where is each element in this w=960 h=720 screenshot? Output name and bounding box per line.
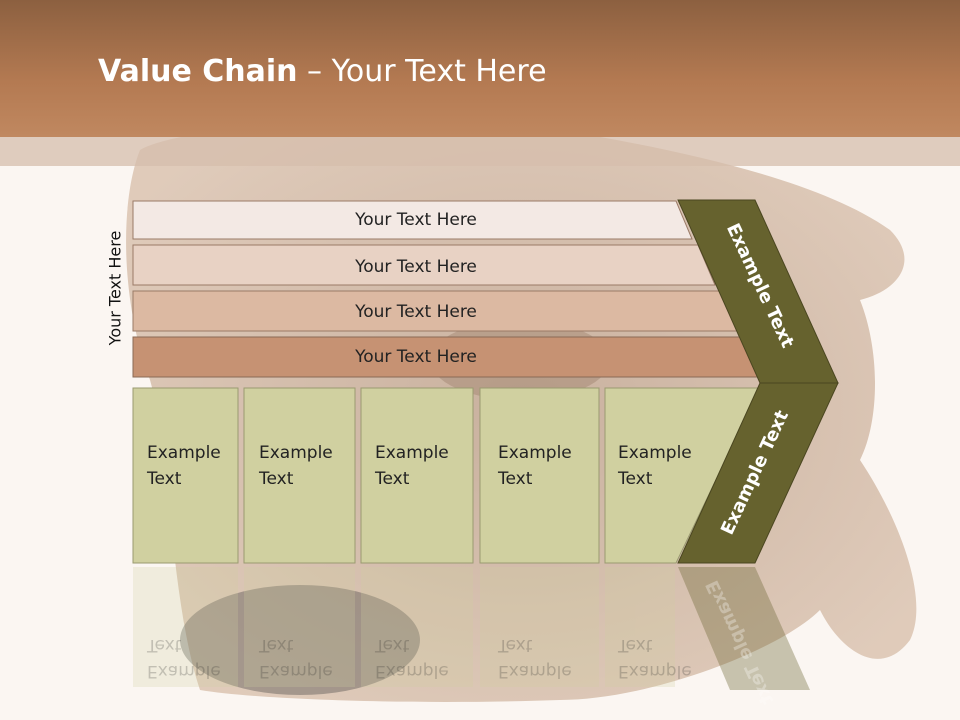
box-1-text: Example Text [147,440,237,492]
box-2-text: Example Text [259,440,349,492]
box-5[interactable] [604,387,761,564]
slide-title: Value Chain – Your Text Here [98,54,547,89]
bar-3[interactable]: Your Text Here [132,290,740,332]
box-2-line1: Example [259,443,333,463]
header-band [0,0,960,137]
box-3[interactable] [360,387,474,564]
bar-2-label: Your Text Here [354,257,477,277]
box-1-line1: Example [147,443,221,463]
header-strip [0,137,960,166]
box-5-line2: Text [618,469,653,489]
box-1-line2: Text [147,469,182,489]
box-1[interactable] [132,387,239,564]
box-3-line2: Text [375,469,410,489]
bar-3-label: Your Text Here [354,302,477,322]
box-3-line1: Example [375,443,449,463]
box-3-text: Example Text [375,440,465,492]
box-4-line1: Example [498,443,572,463]
boxes-reflection [133,567,675,687]
bar-2[interactable]: Your Text Here [132,244,716,286]
box-4-text: Example Text [498,440,588,492]
title-rest: – Your Text Here [297,54,547,89]
bar-1-shape [132,200,693,240]
bar-1-label: Your Text Here [354,210,477,230]
chevron-lower[interactable] [677,382,839,564]
title-bold: Value Chain [98,54,298,89]
box-4-line2: Text [498,469,533,489]
box-5-line1: Example [618,443,692,463]
bar-4[interactable]: Your Text Here [132,336,764,378]
bar-4-label: Your Text Here [354,347,477,367]
box-2[interactable] [243,387,356,564]
bar-2-shape [132,244,716,286]
chevron-reflection [678,567,810,690]
box-4[interactable] [479,387,600,564]
bar-1[interactable]: Your Text Here [132,200,693,240]
box-5-text: Example Text [618,440,708,492]
box-2-line2: Text [259,469,294,489]
